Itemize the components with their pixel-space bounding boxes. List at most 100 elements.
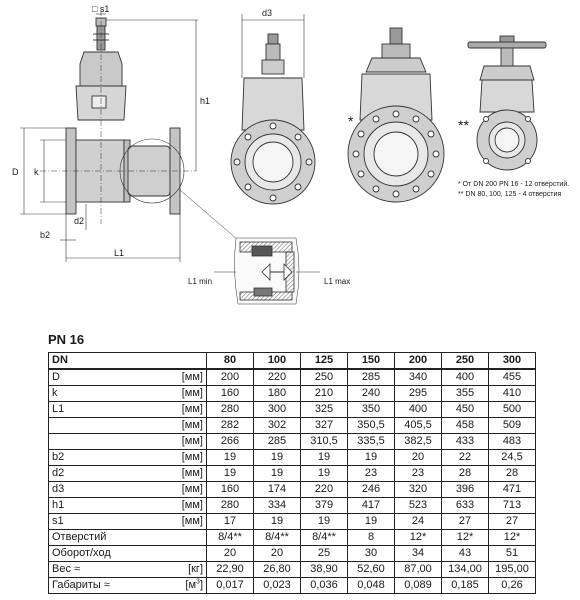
row-unit: [мм] — [155, 449, 207, 466]
row-value: 355 — [441, 385, 489, 402]
row-value: 19 — [300, 513, 348, 530]
row-value: 19 — [206, 449, 254, 466]
row-value: 8/4** — [206, 529, 254, 546]
table-header-row: DN 80 100 125 150 200 250 300 — [48, 352, 536, 370]
row-param: L1 — [48, 401, 155, 418]
header-dn: DN — [48, 352, 207, 370]
row-value: 302 — [253, 417, 301, 434]
row-value: 20 — [394, 449, 442, 466]
front-view-1 — [230, 14, 316, 205]
row-value: 8 — [347, 529, 395, 546]
row-unit: [мм] — [155, 368, 207, 386]
row-value: 20 — [253, 545, 301, 562]
row-value: 400 — [441, 368, 489, 386]
row-value: 22 — [441, 449, 489, 466]
row-value: 500 — [488, 401, 536, 418]
dim-l1-max: L1 max — [324, 277, 350, 286]
row-param: d3 — [48, 481, 155, 498]
row-unit — [155, 545, 207, 562]
row-param: Отверстий — [48, 529, 155, 546]
row-param: h1 — [48, 497, 155, 514]
row-param: d2 — [48, 465, 155, 482]
row-param: s1 — [48, 513, 155, 530]
row-value: 334 — [253, 497, 301, 514]
dim-D: D — [12, 167, 19, 177]
row-value: 134,00 — [441, 561, 489, 578]
dim-k: k — [34, 167, 39, 177]
dim-s1: □ s1 — [92, 4, 109, 14]
header-col: 200 — [394, 352, 442, 370]
row-param: Оборот/ход — [48, 545, 155, 562]
row-value: 52,60 — [347, 561, 395, 578]
row-value: 28 — [441, 465, 489, 482]
row-param: D — [48, 368, 155, 386]
row-value: 396 — [441, 481, 489, 498]
footnote-1: * От DN 200 PN 16 - 12 отверстий. — [458, 181, 570, 188]
row-unit: [мм] — [155, 417, 207, 434]
row-value: 19 — [347, 449, 395, 466]
side-view — [40, 10, 239, 241]
row-value: 26,80 — [253, 561, 301, 578]
row-unit: [м3] — [155, 577, 207, 594]
row-value: 280 — [206, 401, 254, 418]
row-value: 310,5 — [300, 433, 348, 450]
double-star-marker: ** — [458, 117, 469, 133]
footnote-2: ** DN 80, 100, 125 - 4 отверстия — [458, 191, 562, 198]
row-value: 8/4** — [300, 529, 348, 546]
row-value: 24,5 — [488, 449, 536, 466]
row-value: 220 — [300, 481, 348, 498]
row-param: k — [48, 385, 155, 402]
dim-L1: L1 — [114, 248, 124, 258]
row-unit: [кг] — [155, 561, 207, 578]
row-value: 0,017 — [206, 577, 254, 594]
row-value: 382,5 — [394, 433, 442, 450]
row-value: 455 — [488, 368, 536, 386]
row-unit: [мм] — [155, 497, 207, 514]
row-value: 282 — [206, 417, 254, 434]
row-value: 633 — [441, 497, 489, 514]
row-value: 160 — [206, 481, 254, 498]
row-value: 340 — [394, 368, 442, 386]
row-value: 0,048 — [347, 577, 395, 594]
row-value: 23 — [394, 465, 442, 482]
row-value: 38,90 — [300, 561, 348, 578]
row-value: 713 — [488, 497, 536, 514]
row-value: 28 — [488, 465, 536, 482]
dim-b2: b2 — [40, 230, 50, 240]
front-view-3 — [467, 35, 547, 171]
row-value: 295 — [394, 385, 442, 402]
row-value: 350 — [347, 401, 395, 418]
star-marker: * — [348, 113, 354, 129]
header-col: 100 — [253, 352, 301, 370]
row-unit: [мм] — [155, 465, 207, 482]
row-value: 220 — [253, 368, 301, 386]
row-value: 509 — [488, 417, 536, 434]
row-unit: [мм] — [155, 513, 207, 530]
row-value: 280 — [206, 497, 254, 514]
row-value: 327 — [300, 417, 348, 434]
row-value: 450 — [441, 401, 489, 418]
row-value: 19 — [206, 465, 254, 482]
row-value: 195,00 — [488, 561, 536, 578]
front-view-2 — [347, 27, 445, 203]
row-value: 350,5 — [347, 417, 395, 434]
dim-h1: h1 — [200, 96, 210, 106]
row-value: 51 — [488, 545, 536, 562]
row-param — [48, 417, 155, 434]
row-value: 400 — [394, 401, 442, 418]
header-col: 250 — [441, 352, 489, 370]
dim-d3: d3 — [262, 8, 272, 18]
row-value: 325 — [300, 401, 348, 418]
row-value: 200 — [206, 368, 254, 386]
row-value: 25 — [300, 545, 348, 562]
row-value: 210 — [300, 385, 348, 402]
row-value: 43 — [441, 545, 489, 562]
row-value: 87,00 — [394, 561, 442, 578]
